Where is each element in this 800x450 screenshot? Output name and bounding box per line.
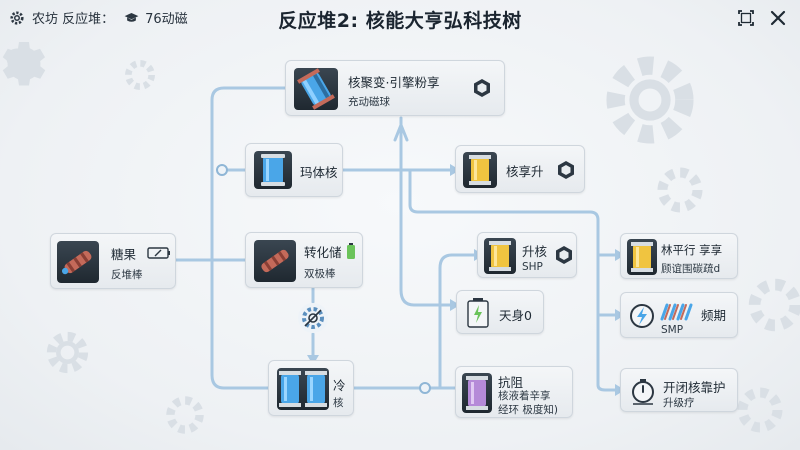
mid-thumbnail xyxy=(254,240,296,282)
node-subtitle: 升级疗 xyxy=(663,397,695,409)
close-icon xyxy=(770,10,786,26)
maximize-icon xyxy=(738,10,754,26)
rod-thumbnail xyxy=(57,241,99,283)
reactor-value: 76动磁 xyxy=(145,12,188,27)
hexagon-badge-icon xyxy=(474,79,490,97)
background-gear-icon xyxy=(657,167,703,213)
node-subtitle: SHP xyxy=(522,261,543,273)
graduation-cap-icon xyxy=(124,12,139,22)
node-title: 冷 xyxy=(333,378,346,393)
node-title: 玛体核 xyxy=(300,165,338,180)
green-battery-icon xyxy=(347,243,355,259)
background-gear-icon xyxy=(125,60,155,90)
tech-node-right-3[interactable]: 开闭核靠护 升级疗 xyxy=(620,368,738,412)
tech-node-energy[interactable]: 天身0 xyxy=(456,290,544,334)
tech-node-boost[interactable]: 升核 SHP xyxy=(477,232,577,278)
header-bar: 农坊 反应堆： 76动磁 反应堆2: 核能大亨弘科技树 xyxy=(0,0,800,38)
node-title: 天身0 xyxy=(499,308,532,323)
node-title: 升核 xyxy=(522,244,548,259)
core-thumbnail xyxy=(277,368,329,410)
reactor-label: 农坊 反应堆： xyxy=(32,12,115,27)
node-title: 抗阻 xyxy=(498,375,524,390)
energy-cell-icon xyxy=(467,298,489,328)
node-subtitle: 顾谊围碳疏d xyxy=(661,263,721,275)
gear-icon[interactable] xyxy=(8,9,26,27)
background-gear-icon xyxy=(737,387,783,433)
coil-thumbnail xyxy=(462,373,492,413)
background-gear-icon xyxy=(748,278,800,332)
node-subtitle: 核液着辛享 xyxy=(498,390,551,402)
electric-gear-icon xyxy=(630,304,654,328)
spring-coil-icon xyxy=(660,303,693,321)
tech-node-right-2[interactable]: 频期 SMP xyxy=(620,292,738,338)
tech-node-coil[interactable]: 抗阻 核液着辛享 经环 极度知) xyxy=(455,366,573,418)
boost-thumbnail xyxy=(484,238,516,274)
background-gear-icon xyxy=(166,396,204,434)
battery-icon xyxy=(147,247,170,259)
stopwatch-icon xyxy=(632,379,654,405)
tech-node-core[interactable]: 冷 核 xyxy=(268,360,354,416)
node-subtitle: 双极棒 xyxy=(304,268,336,280)
background-gear-icon xyxy=(606,56,694,144)
top-thumbnail xyxy=(294,68,338,110)
hexagon-badge-icon xyxy=(556,246,572,264)
right-1-thumbnail xyxy=(627,239,657,275)
node-subtitle: 充动磁球 xyxy=(348,96,390,108)
node-title: 频期 xyxy=(701,308,727,323)
node-detail: 经环 极度知) xyxy=(498,404,558,416)
reactor-status: 农坊 反应堆： 76动磁 xyxy=(8,8,188,27)
upgrade-a-thumbnail xyxy=(463,152,497,188)
node-subtitle: 核 xyxy=(333,397,344,409)
gear-icon xyxy=(302,307,324,329)
gear-connector[interactable] xyxy=(298,303,328,333)
background-gear-icon xyxy=(2,42,46,86)
tech-node-right-1[interactable]: 林平行 享享 顾谊围碳疏d xyxy=(620,233,738,279)
tech-node-top[interactable]: 核聚变·引擎粉享 充动磁球 xyxy=(285,60,505,116)
node-title: 林平行 享享 xyxy=(661,243,723,257)
tech-node-mid[interactable]: 转化储 双极棒 xyxy=(245,232,363,288)
node-title: 核享升 xyxy=(506,164,544,179)
node-title: 转化储 xyxy=(304,245,342,260)
node-title: 糖果 xyxy=(111,247,137,262)
node-title: 开闭核靠护 xyxy=(663,380,726,395)
condenser-thumbnail xyxy=(254,151,292,189)
node-title: 核聚变·引擎粉享 xyxy=(348,75,440,90)
node-subtitle: SMP xyxy=(661,324,684,336)
hexagon-badge-icon xyxy=(558,161,574,179)
node-subtitle: 反堆棒 xyxy=(111,269,143,281)
background-gear-icon xyxy=(46,331,89,374)
tech-node-condenser[interactable]: 玛体核 xyxy=(245,143,343,197)
close-button[interactable] xyxy=(768,8,788,28)
tech-node-upgrade-a[interactable]: 核享升 xyxy=(455,145,585,193)
tech-node-rod[interactable]: 糖果 反堆棒 xyxy=(50,233,176,289)
page-title: 反应堆2: 核能大亨弘科技树 xyxy=(278,10,522,32)
maximize-button[interactable] xyxy=(736,8,756,28)
